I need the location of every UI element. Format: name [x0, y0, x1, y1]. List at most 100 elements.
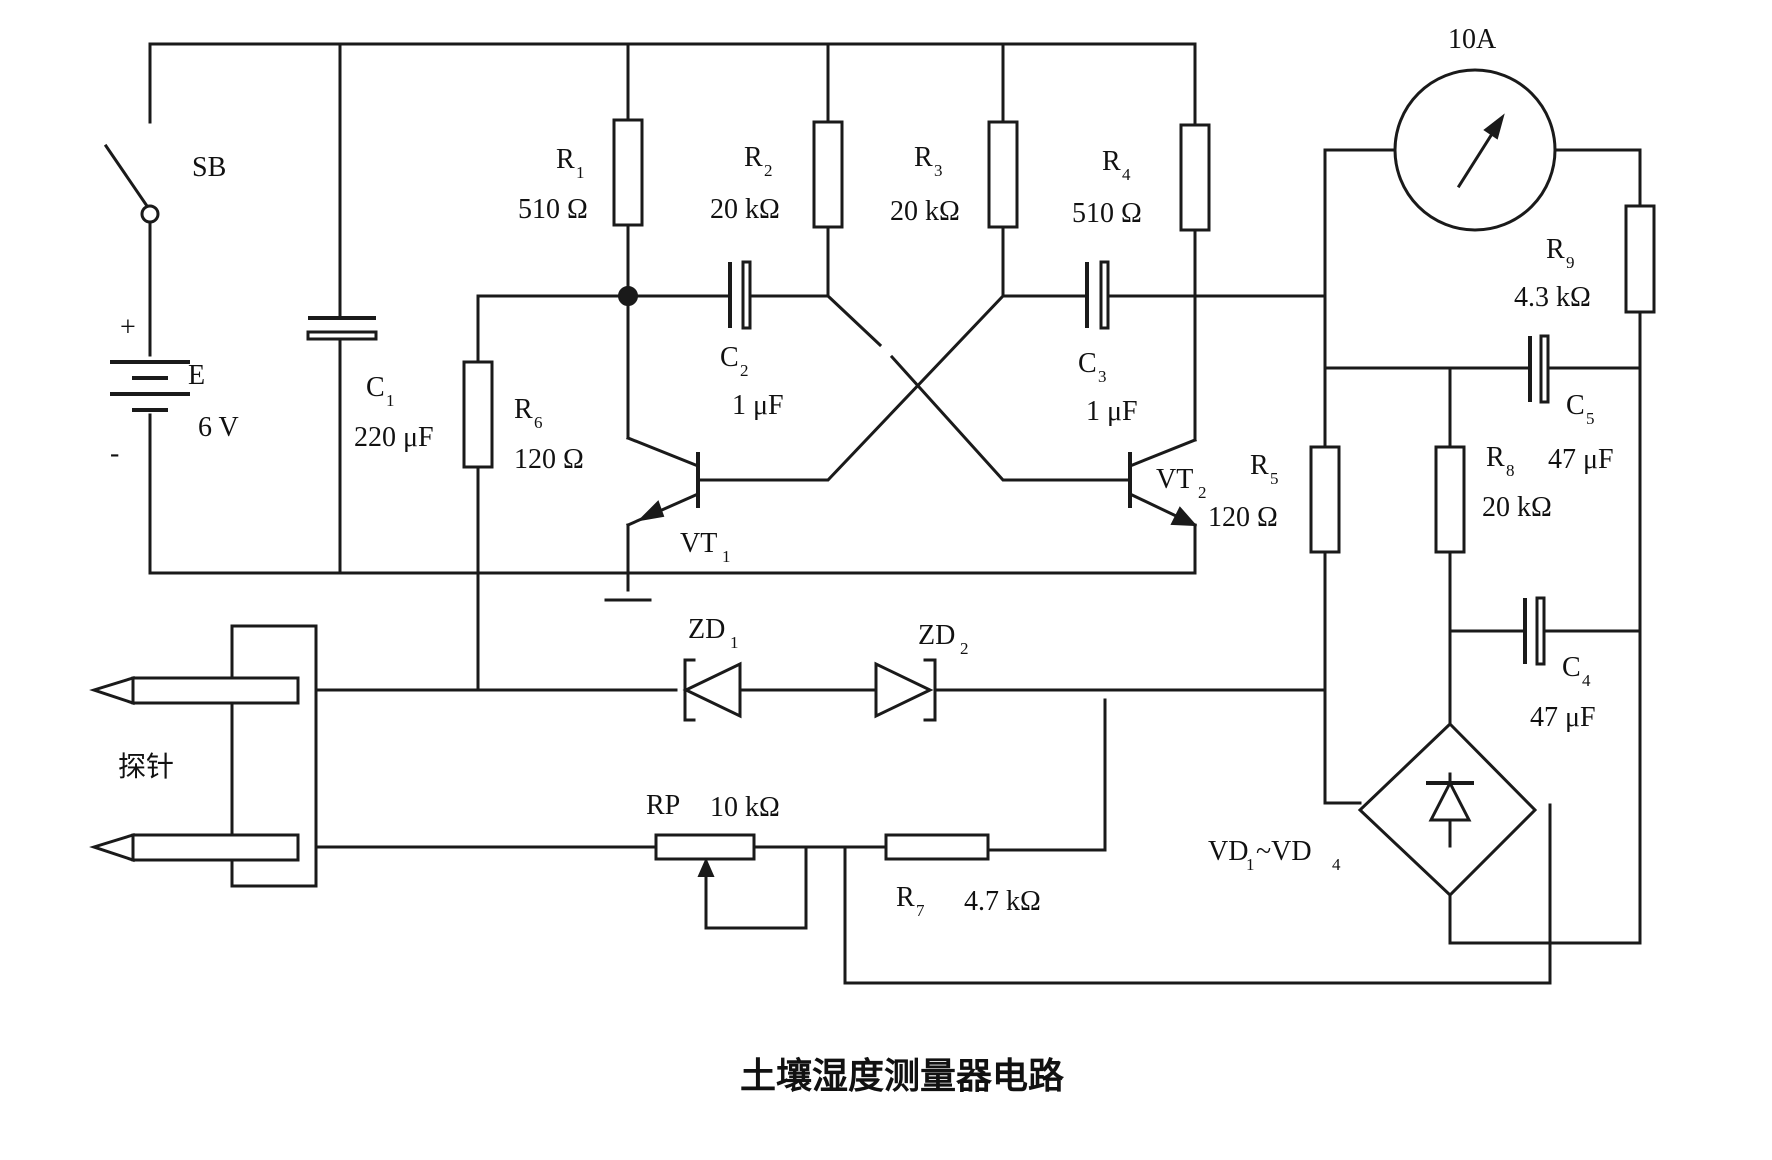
- svg-text:R: R: [1250, 450, 1269, 481]
- svg-text:1: 1: [576, 163, 585, 182]
- svg-text:R: R: [896, 882, 915, 913]
- svg-text:2: 2: [764, 161, 773, 180]
- capacitor-c5: [1528, 334, 1550, 404]
- c3-label: C 3 1 μF: [1078, 348, 1138, 427]
- svg-text:R: R: [914, 142, 933, 173]
- svg-text:2: 2: [960, 639, 969, 658]
- battery-value: 6 V: [198, 412, 239, 443]
- svg-text:3: 3: [1098, 367, 1107, 386]
- vt1-label: VT 1: [680, 528, 731, 566]
- vt2-label: VT 2: [1156, 464, 1207, 502]
- battery-e: [110, 360, 190, 412]
- ammeter: [1393, 68, 1557, 232]
- svg-text:7: 7: [916, 901, 925, 920]
- resistor-r1: [612, 118, 644, 227]
- svg-text:4: 4: [1332, 855, 1341, 874]
- svg-text:VD: VD: [1208, 836, 1248, 867]
- battery-name: E: [188, 360, 205, 391]
- svg-text:1: 1: [386, 391, 395, 410]
- bridge-rectifier: [1357, 721, 1538, 898]
- svg-text:1: 1: [1246, 855, 1255, 874]
- svg-text:C: C: [720, 342, 739, 373]
- resistor-r6: [462, 360, 494, 469]
- resistor-r8: [1434, 445, 1466, 554]
- probe-tip-lower: [89, 832, 300, 863]
- c1-label: C 1 220 μF: [354, 372, 434, 453]
- svg-text:C: C: [366, 372, 385, 403]
- svg-text:~VD: ~VD: [1256, 836, 1312, 867]
- svg-text:C: C: [1562, 652, 1581, 683]
- capacitor-c3: [1085, 260, 1110, 330]
- resistor-r7: [884, 833, 990, 861]
- potentiometer-rp: [654, 833, 756, 877]
- probe-tip-upper: [89, 675, 300, 706]
- svg-text:R: R: [744, 142, 763, 173]
- svg-text:R: R: [514, 394, 533, 425]
- r8-label: R 8 20 kΩ: [1482, 442, 1552, 523]
- zd1-label: ZD 1: [688, 614, 739, 652]
- resistor-r9: [1624, 204, 1656, 314]
- svg-text:RP: RP: [646, 790, 680, 821]
- resistor-r5: [1309, 445, 1341, 554]
- svg-text:2: 2: [740, 361, 749, 380]
- svg-text:VT: VT: [680, 528, 717, 559]
- svg-text:5: 5: [1586, 409, 1595, 428]
- transistor-vt1: [626, 436, 700, 527]
- resistor-r4: [1179, 123, 1211, 232]
- svg-text:1: 1: [722, 547, 731, 566]
- svg-text:1 μF: 1 μF: [1086, 396, 1138, 427]
- battery-plus: +: [120, 312, 136, 343]
- r2-label: R 2 20 kΩ: [710, 142, 780, 225]
- svg-text:R: R: [1486, 442, 1505, 473]
- svg-text:4: 4: [1582, 671, 1591, 690]
- c5-label: C 5 47 μF: [1548, 390, 1614, 475]
- svg-text:8: 8: [1506, 461, 1515, 480]
- svg-text:5: 5: [1270, 469, 1279, 488]
- r1-label: R 1 510 Ω: [518, 144, 588, 225]
- capacitor-c1: [306, 316, 378, 341]
- svg-text:R: R: [556, 144, 575, 175]
- r3-label: R 3 20 kΩ: [890, 142, 960, 227]
- battery-minus: -: [110, 438, 119, 469]
- r6-label: R 6 120 Ω: [514, 394, 584, 475]
- svg-text:C: C: [1078, 348, 1097, 379]
- svg-text:220 μF: 220 μF: [354, 422, 434, 453]
- svg-text:4.3 kΩ: 4.3 kΩ: [1514, 282, 1591, 313]
- resistor-r3: [987, 120, 1019, 229]
- zener-zd2: [874, 658, 937, 722]
- meter-label: 10A: [1448, 24, 1497, 55]
- c2-label: C 2 1 μF: [720, 342, 784, 421]
- svg-text:4: 4: [1122, 165, 1131, 184]
- svg-text:47 μF: 47 μF: [1530, 702, 1596, 733]
- svg-text:20 kΩ: 20 kΩ: [1482, 492, 1552, 523]
- svg-text:47 μF: 47 μF: [1548, 444, 1614, 475]
- svg-text:2: 2: [1198, 483, 1207, 502]
- rp-label: RP 10 kΩ: [646, 790, 780, 823]
- capacitor-c4: [1523, 596, 1546, 666]
- svg-text:9: 9: [1566, 253, 1575, 272]
- r7-label: R 7 4.7 kΩ: [896, 882, 1041, 920]
- wires: [148, 42, 1642, 985]
- r4-label: R 4 510 Ω: [1072, 146, 1142, 229]
- diagram-title: 土壤湿度测量器电路: [740, 1055, 1065, 1097]
- svg-text:120 Ω: 120 Ω: [514, 444, 584, 475]
- svg-text:120 Ω: 120 Ω: [1208, 502, 1278, 533]
- c4-label: C 4 47 μF: [1530, 652, 1596, 733]
- svg-text:1 μF: 1 μF: [732, 390, 784, 421]
- svg-text:4.7 kΩ: 4.7 kΩ: [964, 886, 1041, 917]
- svg-text:3: 3: [934, 161, 943, 180]
- svg-text:1: 1: [730, 633, 739, 652]
- svg-text:20 kΩ: 20 kΩ: [710, 194, 780, 225]
- svg-text:6: 6: [534, 413, 543, 432]
- transistor-vt2: [1128, 438, 1198, 527]
- svg-text:R: R: [1546, 234, 1565, 265]
- svg-text:ZD: ZD: [918, 620, 955, 651]
- svg-text:510 Ω: 510 Ω: [518, 194, 588, 225]
- svg-text:R: R: [1102, 146, 1121, 177]
- svg-text:20 kΩ: 20 kΩ: [890, 196, 960, 227]
- bridge-label: VD 1 ~VD 4: [1208, 836, 1341, 874]
- svg-text:VT: VT: [1156, 464, 1193, 495]
- switch-label: SB: [192, 152, 226, 183]
- svg-text:C: C: [1566, 390, 1585, 421]
- r9-label: R 9 4.3 kΩ: [1514, 234, 1591, 313]
